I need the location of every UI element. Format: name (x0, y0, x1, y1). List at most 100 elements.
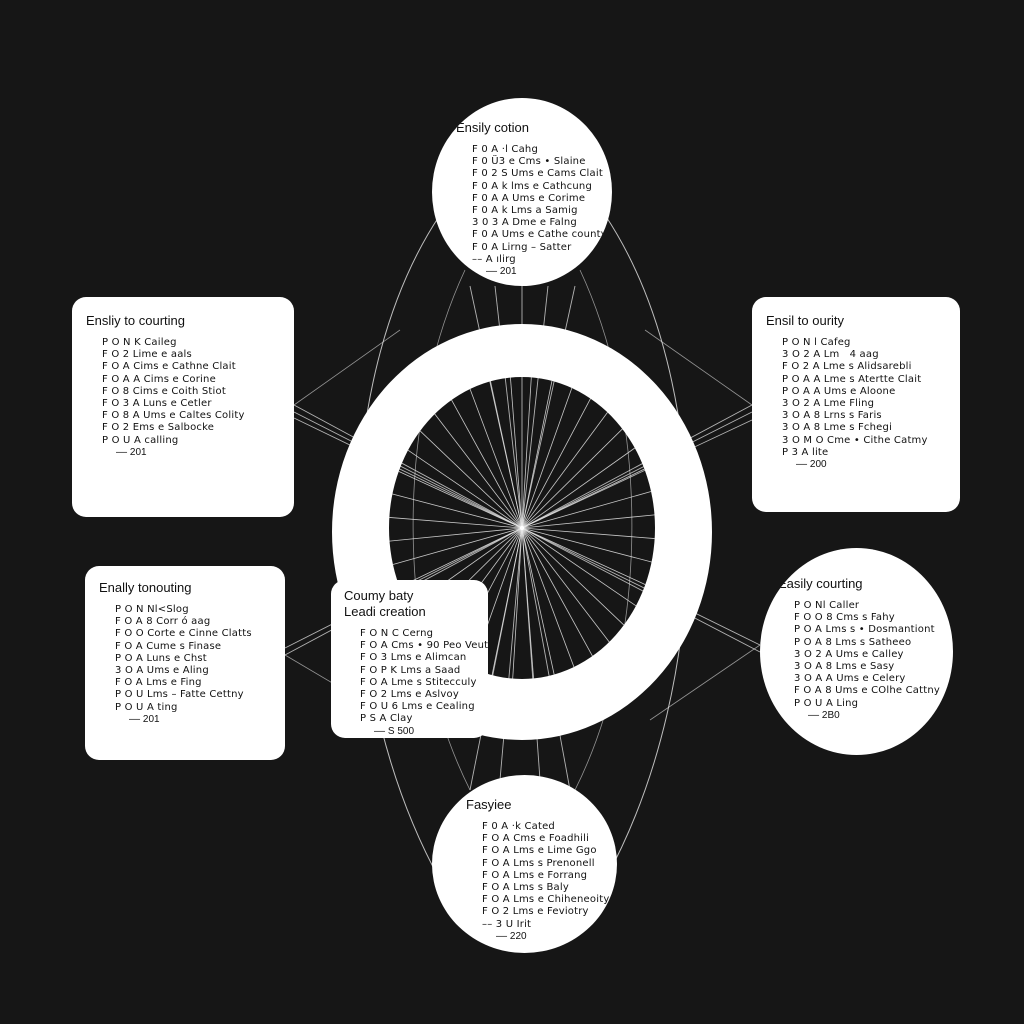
node-footer: –– 201 (116, 446, 147, 458)
node-entry: P O A Luns e Chst (115, 652, 207, 664)
node-entry: 3 O 2 A Lm 4 aag (782, 349, 879, 361)
node-title: Fasyiee (466, 797, 512, 812)
connector-line (293, 411, 523, 529)
node-entry: F O O Corte e Cinne Clatts (115, 628, 252, 640)
node-entry: 3 O A A Ums e Celery (794, 673, 906, 685)
connector-line (521, 387, 573, 529)
connector-line (521, 527, 637, 607)
node-entry: F O A Cms • 90 Peo Veut Slid (360, 640, 488, 652)
node-entry: F O U 6 Lms e Cealing (360, 701, 475, 713)
connector-curve (574, 269, 633, 791)
connector-line (469, 388, 523, 529)
hub-lines (389, 377, 655, 679)
connector-line (521, 527, 575, 668)
connector-line (521, 404, 753, 529)
connector-line (499, 527, 523, 781)
connector-line (512, 527, 523, 679)
connector-line (510, 377, 523, 529)
node-entry: F 0 A A Ums e Corime (472, 192, 586, 204)
node-entry: P O U Lms – Fatte Cettny (115, 689, 244, 701)
node-entry: P 3 A lite (782, 446, 829, 458)
node-entry: F O O 8 Cms s Fahy (794, 612, 895, 624)
node-entry: F O A Lms e Forrang (482, 869, 588, 881)
node-entry: 3 O 2 A Ums e Calley (794, 648, 904, 660)
connector-line (451, 399, 523, 529)
node-entry: 3 O 2 A Lme Fling (782, 398, 875, 410)
connector-line (521, 527, 555, 675)
connector-line (293, 417, 523, 529)
node-entry: F O A Lms e Fing (115, 677, 202, 689)
node-entry: F O 2 Lime e aals (102, 349, 192, 361)
connector-line (521, 527, 625, 626)
connector-line (521, 468, 645, 529)
connector-line (419, 430, 523, 529)
connector-line (649, 644, 761, 721)
node-entry: F 0 A Ums e Cathe county (472, 229, 607, 241)
connector-line (521, 412, 608, 529)
connector-line (521, 491, 652, 529)
connector-line (521, 527, 646, 585)
connector-line (399, 527, 523, 588)
connector-line (389, 517, 523, 529)
node-entry: –– 3 U Irit (482, 918, 532, 930)
connector-line (293, 329, 401, 406)
node-entry: P O A A Ums e Aloone (782, 385, 896, 397)
node-entry: P O A Lms s • Dosmantiont (794, 624, 935, 636)
node-entry: F O 2 Lms e Aslvoy (360, 689, 459, 701)
connector-line (521, 428, 623, 529)
node-entry: F O A A Cims e Corine (102, 373, 216, 385)
connector-line (521, 527, 761, 646)
node-entry: 3 O A Ums e Aling (115, 665, 209, 677)
node-entry: F O A Lms e Lime Ggo (482, 845, 597, 857)
connector-line (521, 527, 761, 653)
node-entry: F O A 8 Ums e COlhe Cattny (794, 685, 941, 697)
node-entry: F O 3 A Luns e Cetler (102, 398, 212, 410)
connector-line (392, 493, 523, 529)
node-entry: F O A 8 Corr ó aag (115, 616, 211, 628)
node-title: Ensily cotion (456, 120, 529, 135)
connector-line (521, 527, 652, 563)
node-entry: F O A Lme s Stitecculy (360, 676, 477, 688)
node-entry: 3 O A 8 Lrns s Faris (782, 410, 882, 422)
connector-line (521, 527, 534, 679)
node-entry: F O 3 Lms e Alimcan (360, 652, 467, 664)
node-title: Ensliy to courting (86, 313, 185, 328)
node-entry: P O N Nl<Slog (115, 604, 189, 615)
connector-line (398, 471, 523, 529)
connector-line (489, 381, 523, 529)
node-title: Ensil to ourity (766, 313, 845, 328)
connector-line (392, 527, 523, 565)
node-entry: 3 O M O Cme • Cithe Catmy (782, 434, 928, 446)
node-footer: –– 2B0 (808, 709, 840, 721)
node-entry: F 0 Ü3 e Cms • Slaine (472, 156, 586, 168)
node-entry: P O A A Lme s Atertte Clait (782, 373, 922, 385)
connector-line (521, 527, 593, 657)
node-entry: F O A Cims e Cathne Clait (102, 361, 236, 373)
connector-line (521, 527, 571, 791)
node-entry: P O N K Caileg (102, 337, 177, 348)
node-entry: F O 2 Ems e Salbocke (102, 422, 215, 434)
connector-line (644, 329, 753, 406)
node-entry: F O 8 Cims e Coith Stiot (102, 385, 226, 397)
node-entry: F O N C Cerng (360, 628, 434, 639)
node-entry: P S A Clay (360, 713, 413, 725)
connector-line (521, 377, 532, 529)
connector-line (521, 411, 753, 529)
node-entry: 3 O A 8 Lme s Fchegi (782, 422, 893, 434)
connector-line (407, 449, 523, 529)
node-entry: 3 O A 8 Lms e Sasy (794, 661, 895, 673)
node-title: Enally tonouting (99, 580, 192, 595)
node-entry: F O A Lms e Chiheneoity (482, 894, 610, 906)
node-entry: F 0 A k Lms a Samig (472, 205, 578, 217)
node-title: Easily courting (778, 576, 863, 591)
node-footer: –– 201 (486, 266, 517, 278)
